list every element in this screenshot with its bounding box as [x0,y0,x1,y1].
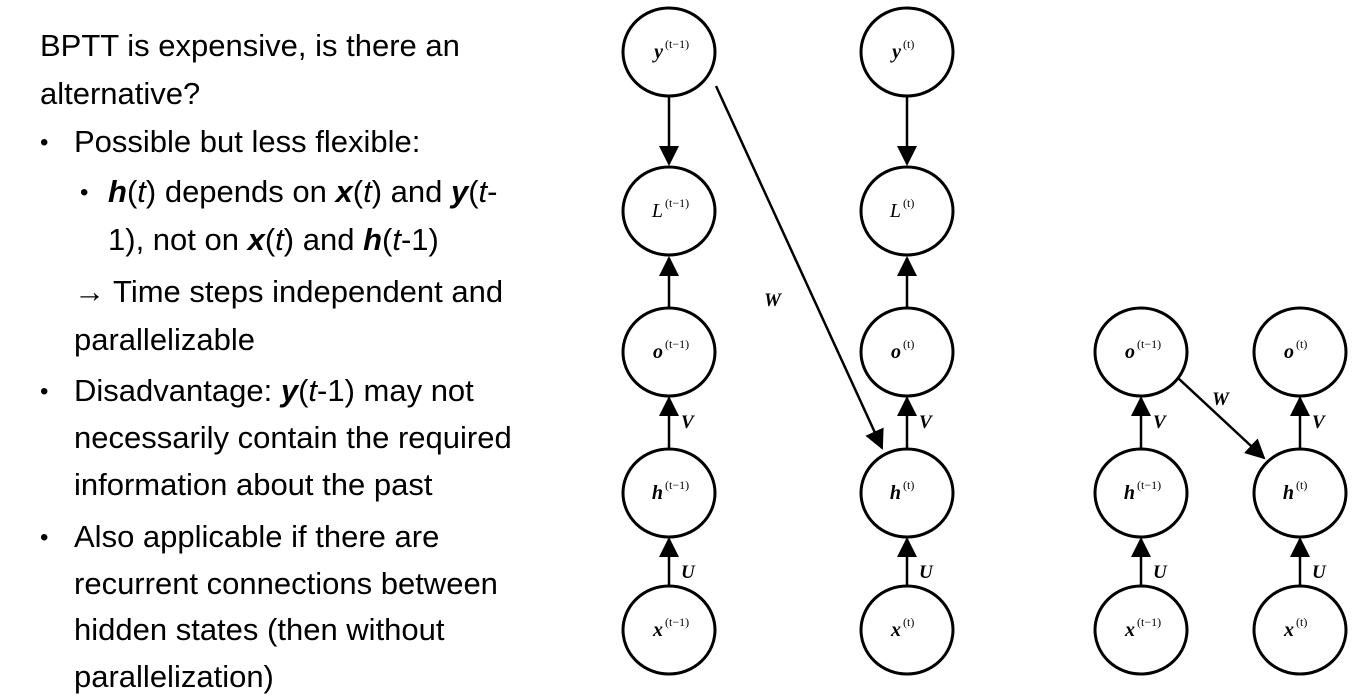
test-node-o-label: o [1284,341,1294,363]
train-node-h-superscript: (t) [903,478,914,492]
train-time-caption: Train time [734,695,842,699]
test-node-o-circle [1093,306,1189,398]
train-node-L-circle [621,165,717,257]
train-node-y-label: y [652,41,663,63]
bullet-text: information about the past [74,467,433,502]
train-node-y-label: y [890,41,901,63]
bullet-text: → Time steps independent and [74,274,504,309]
test-node-h-label: h [1283,482,1294,504]
train-node-o-label: o [653,341,663,363]
bullet-text: parallelization) [74,658,274,694]
bullet-text: Also applicable if there are [74,519,440,554]
edge-label-V: V [681,412,695,433]
test-node-h-superscript: (t) [1296,478,1307,492]
train-node-x-circle [621,584,717,676]
edge-label-U: U [1153,562,1168,583]
test-node-h-circle [1252,447,1348,539]
slide-title: BPTT is expensive, is there an [40,28,460,63]
edge-label-V: V [919,412,933,433]
edge-label-W: W [764,290,782,311]
train-node-y-superscript: (t) [903,37,914,51]
bullet-icon: • [80,179,89,206]
train-node-h-label: h [890,482,901,504]
arrow-y-to-next-h [714,85,884,450]
edge-label-V: V [1312,412,1326,433]
bullet-icon: • [40,378,49,405]
edge-label-U: U [681,562,696,583]
edge-label-U: U [919,562,934,583]
test-node-x-label: x [1124,619,1135,641]
test-time-caption: Test time [1172,695,1268,699]
test-node-x-superscript: (t−1) [1137,615,1161,629]
test-node-o-superscript: (t−1) [1137,337,1161,351]
train-node-L-circle [859,165,955,257]
test-node-x-circle [1093,584,1189,676]
sub-bullet-text: h(t) depends on x(t) and y(t- [108,174,498,209]
bullet-text: recurrent connections between [74,565,498,601]
train-node-x-label: x [890,619,901,641]
test-node-h-label: h [1124,482,1135,504]
test-node-x-circle [1252,584,1348,676]
bullet-text: parallelizable [74,322,255,357]
train-node-y-superscript: (t−1) [665,37,689,51]
test-node-o-label: o [1125,341,1135,363]
train-node-x-superscript: (t) [903,615,914,629]
test-node-x-label: x [1283,619,1294,641]
sub-bullet-text: 1), not on x(t) and h(t-1) [108,222,439,257]
train-node-L-label: L [651,200,663,222]
train-node-x-superscript: (t−1) [665,615,689,629]
train-node-y-circle [621,6,717,98]
edge-label-W: W [1212,389,1230,410]
train-node-x-label: x [652,619,663,641]
edge-label-U: U [1312,562,1327,583]
test-node-o-superscript: (t) [1296,337,1307,351]
test-node-x-superscript: (t) [1296,615,1307,629]
test-node-h-superscript: (t−1) [1137,478,1161,492]
bullet-icon: • [40,524,49,551]
train-node-L-label: L [889,200,901,222]
bullet-text: Disadvantage: y(t-1) may not [74,373,474,408]
bullet-text: hidden states (then without [74,612,445,647]
test-node-h-circle [1093,447,1189,539]
train-node-h-circle [621,447,717,539]
slide-title: alternative? [40,76,201,111]
train-node-o-label: o [891,341,901,363]
train-node-h-label: h [652,482,663,504]
bullet-text: Possible but less flexible: [74,124,421,159]
train-node-x-circle [859,584,955,676]
bullet-text: necessarily contain the required [74,420,512,455]
train-node-o-circle [621,306,717,398]
train-node-y-circle [859,6,955,98]
train-node-h-superscript: (t−1) [665,478,689,492]
edge-label-V: V [1153,412,1167,433]
train-node-o-circle [859,306,955,398]
train-node-o-superscript: (t) [903,337,914,351]
train-node-o-superscript: (t−1) [665,337,689,351]
train-node-h-circle [859,447,955,539]
test-node-o-circle [1252,306,1348,398]
arrow-o-to-next-h [1177,377,1266,460]
bullet-icon: • [40,129,49,156]
train-node-L-superscript: (t) [903,196,914,210]
train-node-L-superscript: (t−1) [665,196,689,210]
